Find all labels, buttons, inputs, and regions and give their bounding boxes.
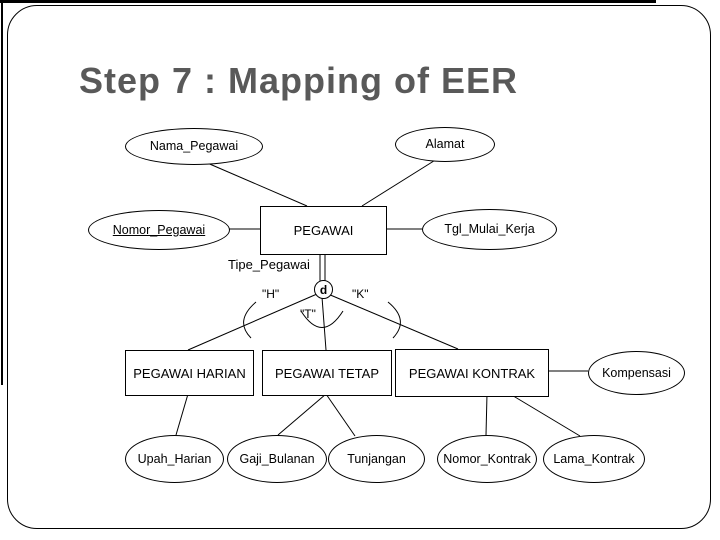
attribute-oval-tgl-mulai-kerja: Tgl_Mulai_Kerja — [422, 209, 557, 250]
entity-box-pegawai: PEGAWAI — [260, 206, 387, 255]
attribute-oval-gaji-bulanan: Gaji_Bulanan — [227, 435, 327, 483]
slide-title: Step 7 : Mapping of EER — [79, 60, 519, 101]
attribute-oval-nomor-pegawai-key: Nomor_Pegawai — [88, 210, 230, 250]
branch-label-h: "H" — [262, 287, 280, 301]
attribute-oval-upah-harian: Upah_Harian — [125, 435, 224, 483]
slide-top-edge-line — [0, 0, 656, 3]
entity-box-pegawai-kontrak: PEGAWAI KONTRAK — [395, 349, 549, 397]
entity-box-pegawai-tetap: PEGAWAI TETAP — [262, 350, 392, 396]
entity-box-pegawai-harian: PEGAWAI HARIAN — [125, 350, 254, 396]
branch-label-k: "K" — [352, 287, 369, 301]
attribute-oval-tunjangan: Tunjangan — [328, 435, 425, 483]
specialization-attribute-label: Tipe_Pegawai — [228, 257, 310, 272]
slide-left-edge-line — [1, 0, 3, 385]
disjoint-d-circle: d — [314, 280, 333, 299]
attribute-oval-nama-pegawai: Nama_Pegawai — [125, 128, 263, 165]
attribute-oval-nomor-kontrak: Nomor_Kontrak — [437, 435, 537, 483]
attribute-oval-kompensasi: Kompensasi — [588, 351, 685, 395]
attribute-oval-lama-kontrak: Lama_Kontrak — [543, 435, 645, 483]
branch-label-t: "T" — [300, 307, 316, 321]
attribute-oval-alamat: Alamat — [395, 127, 495, 162]
